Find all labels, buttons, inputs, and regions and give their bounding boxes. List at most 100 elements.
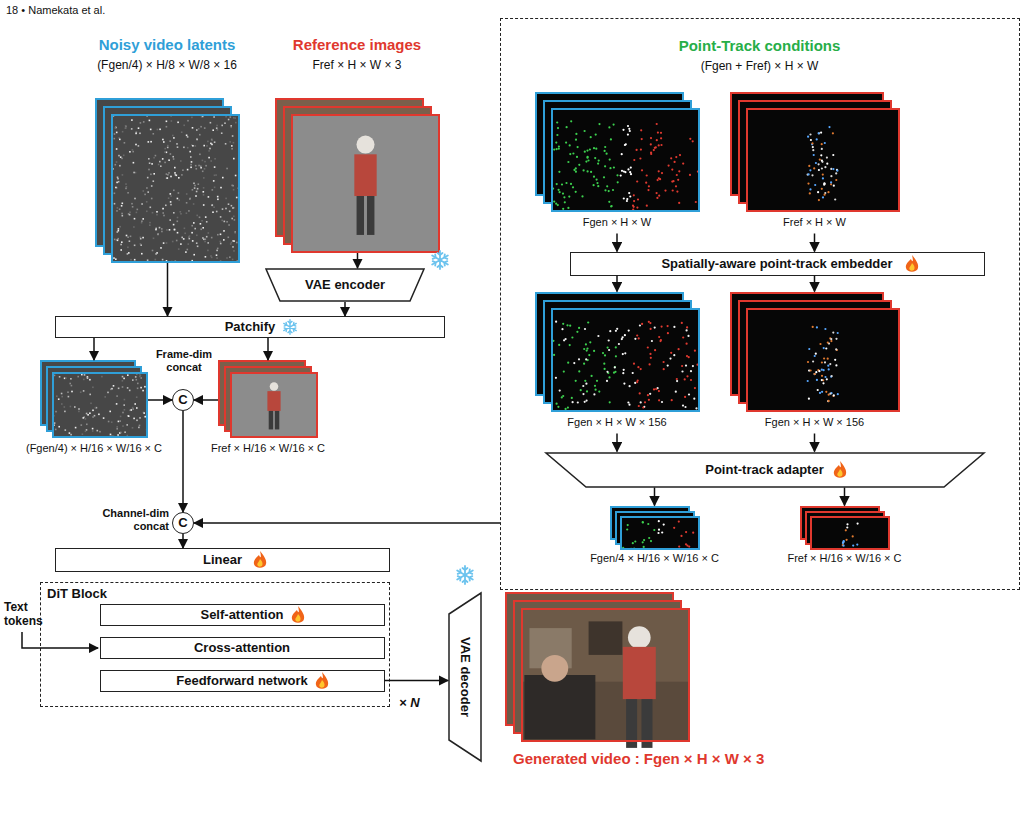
embedding-stack: Fgen × H × W × 156 — [535, 292, 700, 434]
frame-stack — [40, 360, 148, 438]
frame — [230, 372, 318, 438]
noise-grain — [118, 388, 120, 390]
track-dot — [614, 346, 616, 348]
box-label: Spatially-aware point-track embedder — [571, 253, 984, 275]
noise-grain — [161, 228, 163, 230]
noise-grain — [127, 387, 129, 389]
noise-grain — [84, 374, 86, 376]
noise-grain — [141, 203, 143, 205]
track-dot — [637, 404, 639, 406]
flow-arrow — [616, 434, 618, 452]
track-dot — [557, 405, 559, 407]
track-dot — [632, 205, 634, 207]
track-dot — [642, 545, 644, 547]
track-dot — [826, 341, 828, 343]
noise-grain — [132, 149, 134, 151]
noise-grain — [176, 240, 178, 242]
noise-grain — [212, 189, 214, 191]
track-dot — [806, 360, 808, 362]
track-dot — [818, 132, 820, 134]
noise-grain — [89, 412, 91, 414]
noise-grain — [187, 136, 189, 138]
noise-grain — [211, 257, 213, 259]
track-dot — [807, 135, 809, 137]
track-dot — [555, 183, 557, 185]
noise-grain — [197, 188, 199, 190]
encoder-trapezoid: VAE encoder — [265, 268, 425, 302]
track-dot — [606, 346, 608, 348]
track-dot — [830, 338, 832, 340]
track-dot — [823, 183, 825, 185]
noise-grain — [81, 374, 83, 376]
noise-grain — [211, 144, 213, 146]
frame-border — [747, 309, 899, 411]
track-dot — [565, 141, 567, 143]
noise-grain — [85, 431, 87, 433]
track-dot — [652, 149, 654, 151]
frame-border — [53, 373, 147, 437]
track-dot — [597, 185, 599, 187]
adapter-trapezoid: Point-track adapter — [545, 452, 985, 488]
track-dot — [687, 356, 689, 358]
track-dot — [648, 536, 650, 538]
concat-label: Frame-dim concat — [152, 348, 216, 374]
noise-grain — [54, 422, 56, 424]
noise-grain — [78, 408, 80, 410]
noise-grain — [143, 121, 145, 123]
noise-grain — [117, 178, 119, 180]
noise-grain — [184, 228, 186, 230]
frame-stack — [505, 592, 690, 742]
noise-grain — [92, 387, 94, 389]
noise-grain — [92, 410, 94, 412]
noise-grain — [56, 395, 58, 397]
noise-grain — [212, 204, 214, 206]
track-dot — [583, 327, 585, 329]
noise-grain — [70, 406, 72, 408]
track-dot — [662, 523, 664, 525]
track-dot — [822, 347, 824, 349]
noise-grain — [123, 404, 125, 406]
track-dot — [628, 127, 630, 129]
track-dot — [684, 543, 686, 545]
track-dot — [842, 544, 844, 546]
track-dot — [603, 354, 605, 356]
track-dot — [640, 138, 642, 140]
noise-grain — [192, 145, 194, 147]
noise-grain — [125, 126, 127, 128]
track-dot — [556, 121, 558, 123]
noise-grain — [157, 234, 159, 236]
noise-grain — [125, 127, 127, 129]
track-dot — [578, 163, 580, 165]
noise-grain — [118, 137, 120, 139]
frame-fill — [52, 372, 148, 438]
noise-grain — [140, 122, 142, 124]
noise-grain — [195, 145, 197, 147]
box-label: Cross-attention — [101, 638, 384, 658]
noise-grain — [212, 129, 214, 131]
track-dot — [608, 126, 610, 128]
track-dot — [820, 379, 822, 381]
frame-stack — [610, 506, 700, 550]
noise-grain — [170, 195, 172, 197]
noise-grain — [147, 259, 149, 261]
track-dot — [832, 394, 834, 396]
track-dot — [629, 171, 631, 173]
track-dot — [835, 364, 837, 366]
noise-grain — [233, 189, 235, 191]
noise-grain — [182, 169, 184, 171]
noise-grain — [200, 167, 202, 169]
noise-grain — [196, 138, 198, 140]
track-dot — [620, 338, 622, 340]
track-dot — [578, 326, 580, 328]
track-dot — [567, 206, 569, 208]
noise-grain — [121, 158, 123, 160]
noise-grain — [124, 409, 126, 411]
track-dot — [645, 181, 647, 183]
track-dot — [583, 129, 585, 131]
track-dot — [592, 147, 594, 149]
track-dot — [817, 163, 819, 165]
person-head — [541, 655, 568, 682]
track-dot — [818, 391, 820, 393]
noise-grain — [138, 427, 140, 429]
noise-grain — [115, 164, 117, 166]
